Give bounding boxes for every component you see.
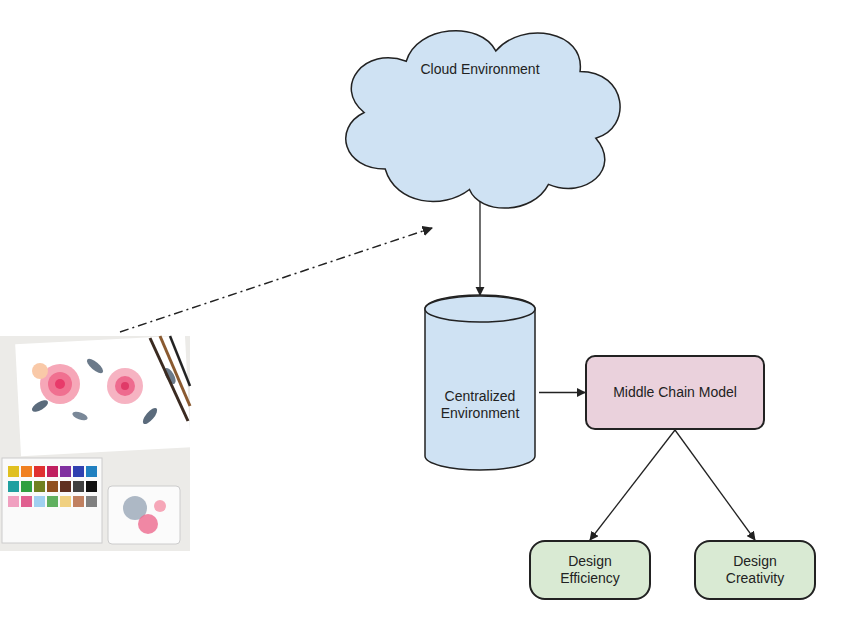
flow-arrow [539, 392, 585, 393]
process-box: Middle Chain Model [585, 355, 765, 430]
label-holder: Centralized Environment [421, 365, 539, 445]
node-label: Design Creativity [706, 553, 804, 588]
upload-dash-arrow [120, 228, 432, 332]
node-label: Centralized Environment [431, 388, 529, 423]
cylinder-outline [421, 295, 539, 470]
cloud-outline [322, 15, 638, 210]
output-box: Design Creativity [694, 540, 816, 600]
node-label: Middle Chain Model [613, 384, 737, 402]
output-box: Design Efficiency [529, 540, 651, 600]
database-cylinder: Centralized Environment [421, 295, 539, 470]
flow-arrow [675, 430, 755, 540]
node-label: Design Efficiency [541, 553, 639, 588]
watercolor-photo [0, 335, 191, 551]
label-holder: Cloud Environment [322, 55, 638, 85]
node-label: Cloud Environment [420, 61, 539, 79]
flow-arrow [479, 202, 480, 295]
cloud-node: Cloud Environment [322, 15, 638, 210]
flow-arrow [590, 430, 675, 540]
